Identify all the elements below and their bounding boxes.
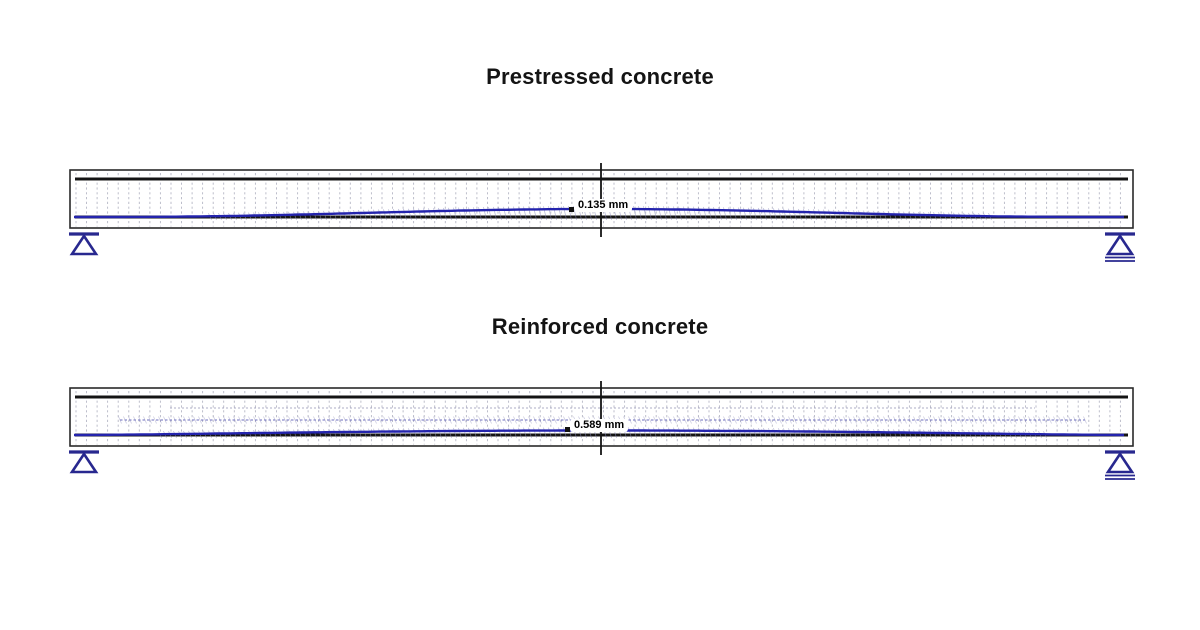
beam-diagram-prestressed <box>69 163 1135 262</box>
max-deflection-marker-reinforced <box>565 427 570 432</box>
support-pinned-icon <box>69 450 99 474</box>
support-pinned-icon <box>69 232 99 256</box>
title-prestressed: Prestressed concrete <box>486 64 714 89</box>
deflection-label-reinforced: 0.589 mm <box>570 419 629 432</box>
support-roller-icon <box>1105 450 1135 480</box>
support-roller-icon <box>1105 232 1135 262</box>
band-hatch <box>118 416 1087 424</box>
deflection-label-prestressed: 0.135 mm <box>574 199 633 212</box>
max-deflection-marker-prestressed <box>569 207 574 212</box>
title-reinforced: Reinforced concrete <box>491 314 709 339</box>
